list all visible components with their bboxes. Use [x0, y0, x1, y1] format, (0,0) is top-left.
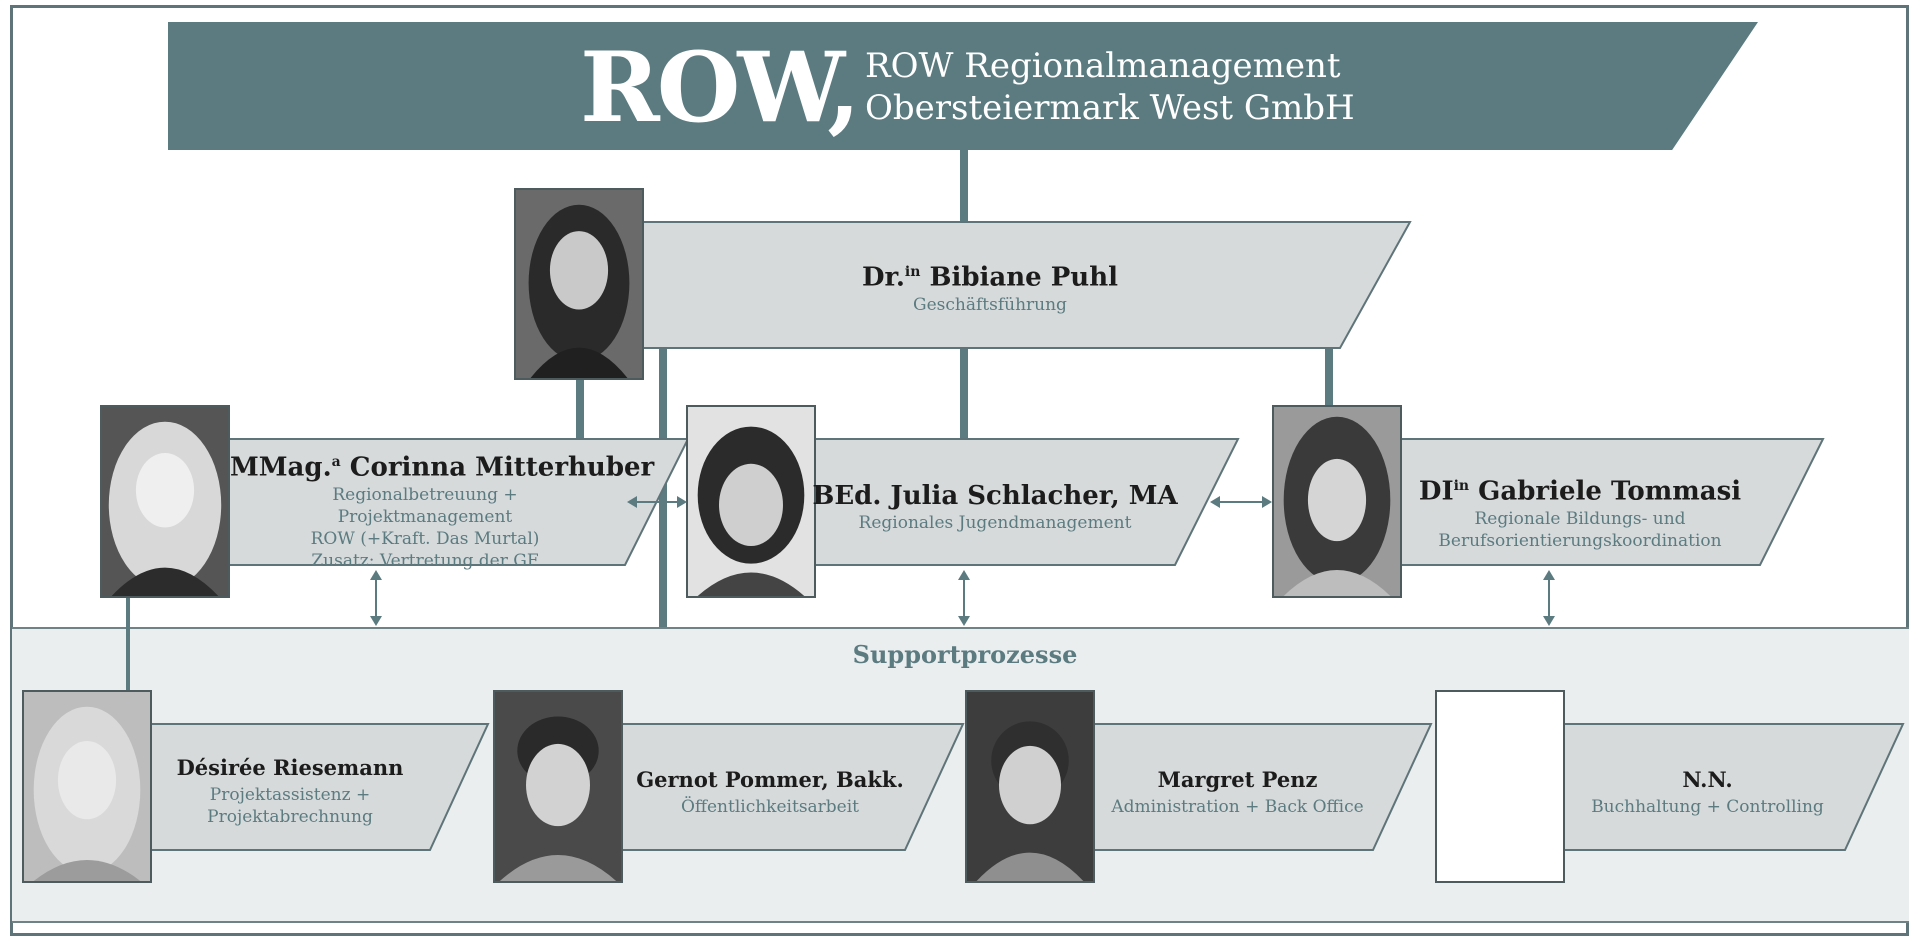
- manager-role-gabriele: Regionale Bildungs- und Berufsorientieru…: [1438, 508, 1722, 551]
- row-logo: ROW,: [580, 31, 861, 144]
- manager-name-julia: BEd. Julia Schlacher, MA: [812, 481, 1178, 511]
- support-name-margret: Margret Penz: [1157, 767, 1318, 792]
- manager-name-gabriele: DIin Gabriele Tommasi: [1418, 476, 1742, 507]
- manager-photo-corinna: [100, 405, 230, 598]
- manager-role-corinna: Regionalbetreuung + Projektmanagement RO…: [310, 484, 540, 571]
- support-name-desiree: Désirée Riesemann: [176, 755, 404, 780]
- support-role-gernot: Öffentlichkeitsarbeit: [680, 797, 860, 817]
- connector-ceo-gabriele: [1325, 348, 1333, 405]
- organization-name-line-1: ROW Regionalmanagement: [865, 46, 1341, 86]
- manager-text-julia: BEd. Julia Schlacher, MA Regionales Juge…: [810, 480, 1180, 534]
- support-role-nn: Buchhaltung + Controlling: [1591, 797, 1824, 817]
- arrow-corinna-julia: [627, 494, 687, 510]
- manager-role-julia: Regionales Jugendmanagement: [858, 513, 1132, 533]
- manager-text-corinna: MMag.a Corinna Mitterhuber Regionalbetre…: [230, 446, 655, 572]
- arrow-gabriele-support: [1541, 570, 1557, 626]
- ceo-photo: [514, 188, 644, 380]
- outer-frame: [10, 5, 1909, 936]
- header-banner: [168, 22, 1758, 150]
- support-name-nn: N.N.: [1682, 767, 1733, 792]
- organization-name-line-2: Obersteiermark West GmbH: [865, 88, 1355, 128]
- support-photo-gernot: [493, 690, 623, 883]
- support-name-gernot: Gernot Pommer, Bakk.: [636, 767, 904, 792]
- organization-name: ROW Regionalmanagement Obersteiermark We…: [865, 45, 1385, 129]
- support-photo-placeholder: [1435, 690, 1565, 883]
- support-title: Supportprozesse: [852, 640, 1078, 669]
- support-role-desiree: Projektassistenz + Projektabrechnung: [207, 785, 373, 827]
- support-role-margret: Administration + Back Office: [1111, 797, 1364, 817]
- support-text-desiree: Désirée Riesemann Projektassistenz + Pro…: [160, 752, 420, 828]
- support-photo-desiree: [22, 690, 152, 883]
- support-text-margret: Margret Penz Administration + Back Offic…: [1100, 764, 1375, 818]
- ceo-text: Dr.in Bibiane Puhl Geschäftsführung: [780, 256, 1200, 316]
- arrow-corinna-support: [368, 570, 384, 626]
- support-text-nn: N.N. Buchhaltung + Controlling: [1575, 764, 1840, 818]
- manager-photo-gabriele: [1272, 405, 1402, 598]
- ceo-name: Dr.in Bibiane Puhl: [862, 262, 1118, 293]
- arrow-julia-gabriele: [1210, 494, 1272, 510]
- support-text-gernot: Gernot Pommer, Bakk. Öffentlichkeitsarbe…: [625, 764, 915, 818]
- connector-banner-ceo: [960, 150, 968, 222]
- manager-photo-julia: [686, 405, 816, 598]
- arrow-julia-support: [956, 570, 972, 626]
- support-photo-margret: [965, 690, 1095, 883]
- connector-corinna-desiree: [126, 598, 130, 690]
- manager-text-gabriele: DIin Gabriele Tommasi Regionale Bildungs…: [1400, 470, 1760, 552]
- manager-name-corinna: MMag.a Corinna Mitterhuber: [230, 452, 655, 483]
- connector-ceo-corinna: [576, 380, 584, 438]
- ceo-role: Geschäftsführung: [913, 294, 1067, 315]
- connector-ceo-julia: [960, 348, 968, 438]
